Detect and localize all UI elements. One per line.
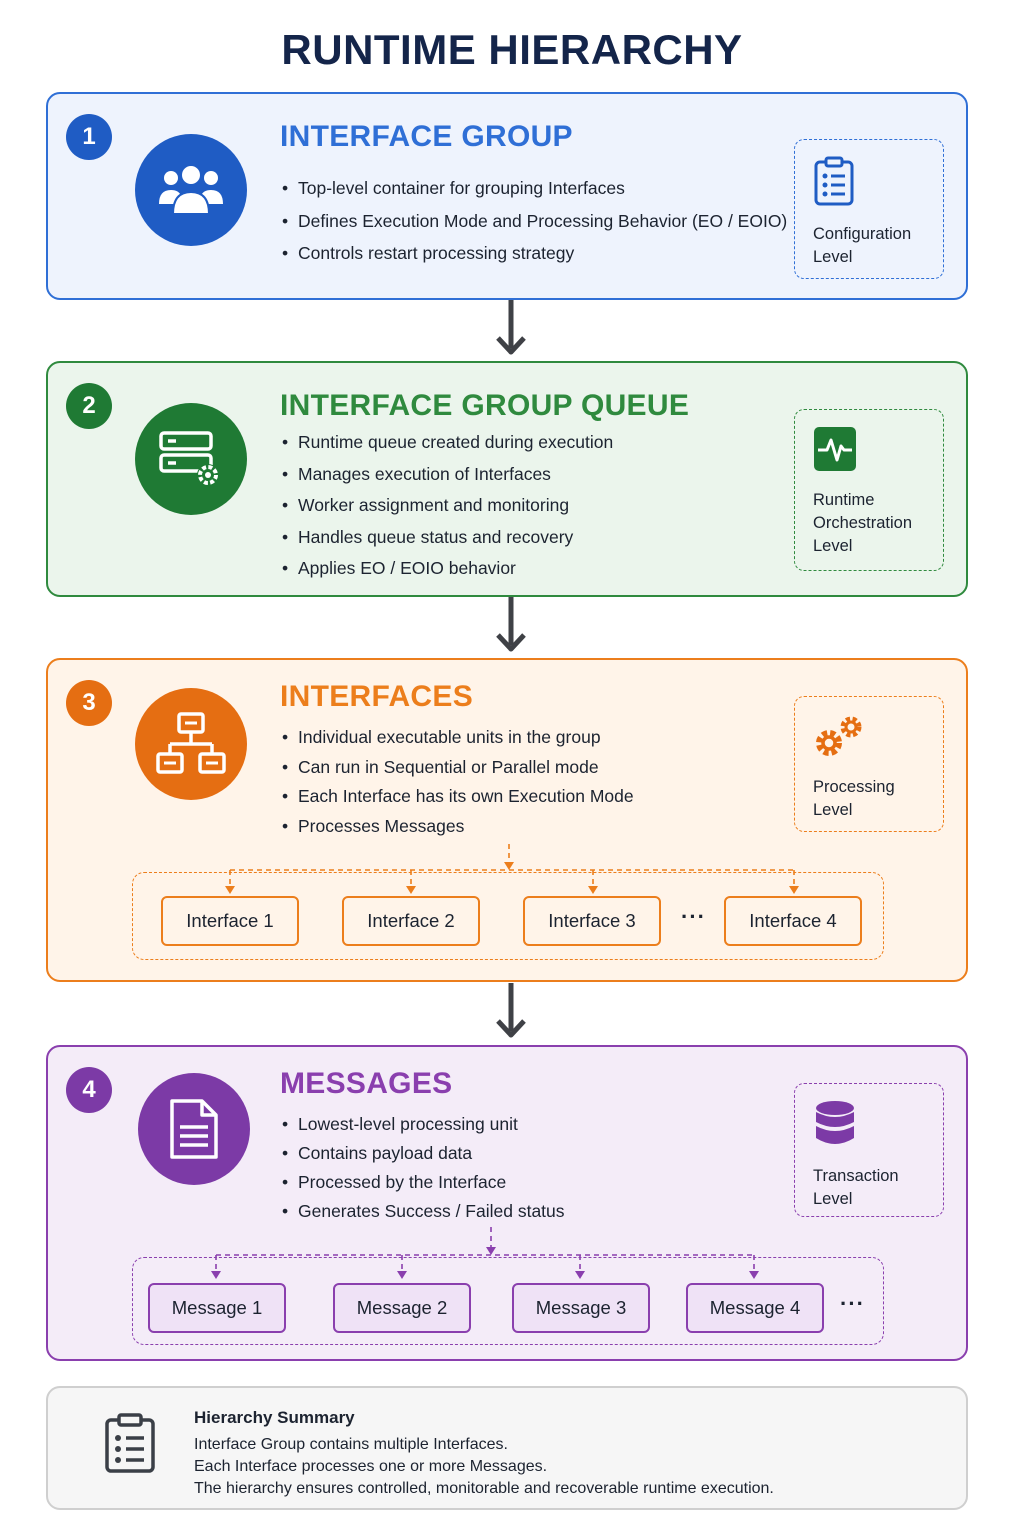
document-icon [138, 1073, 250, 1185]
bullet-item: Each Interface has its own Execution Mod… [282, 782, 634, 812]
more-ellipsis: ··· [681, 904, 706, 929]
level-card-runtime-orchestration: Runtime Orchestration Level [794, 409, 944, 571]
interface-node[interactable]: Interface 3 [523, 896, 661, 946]
step-number-badge: 1 [66, 114, 112, 160]
bullet-item: Processes Messages [282, 812, 634, 842]
hierarchy-summary-card: Hierarchy Summary Interface Group contai… [46, 1386, 968, 1510]
summary-line: Interface Group contains multiple Interf… [194, 1436, 508, 1453]
step-number-badge: 3 [66, 680, 112, 726]
level-label: Configuration Level [813, 225, 912, 266]
section-interface-group: 1 INTERFACE GROUP Top-level container fo… [46, 92, 968, 300]
pulse-icon [813, 426, 943, 477]
down-arrow-icon [496, 597, 526, 652]
bullet-item: Top-level container for grouping Interfa… [282, 172, 787, 205]
branch-connector [225, 844, 799, 894]
bullet-item: Applies EO / EOIO behavior [282, 553, 613, 585]
users-icon [135, 134, 247, 246]
summary-line: The hierarchy ensures controlled, monito… [194, 1480, 774, 1497]
step-number-badge: 4 [66, 1067, 112, 1113]
section-interface-group-queue: 2 INTERFACE GROUP QUEUE Runtime queue cr… [46, 361, 968, 597]
level-label: Transaction Level [813, 1167, 899, 1208]
bullet-item: Contains payload data [282, 1139, 565, 1168]
section-title: MESSAGES [280, 1067, 453, 1100]
message-node[interactable]: Message 2 [333, 1283, 471, 1333]
bullet-item: Runtime queue created during execution [282, 427, 613, 459]
bullet-item: Lowest-level processing unit [282, 1110, 565, 1139]
server-gear-icon [135, 403, 247, 515]
bullet-list: Top-level container for grouping Interfa… [282, 172, 787, 270]
bullet-item: Can run in Sequential or Parallel mode [282, 753, 634, 783]
level-card-transaction: Transaction Level [794, 1083, 944, 1217]
bullet-item: Manages execution of Interfaces [282, 459, 613, 491]
interface-node[interactable]: Interface 1 [161, 896, 299, 946]
summary-line: Each Interface processes one or more Mes… [194, 1458, 548, 1475]
level-label: Runtime Orchestration Level [813, 491, 913, 555]
section-title: INTERFACES [280, 680, 474, 713]
more-ellipsis: ··· [840, 1291, 865, 1316]
down-arrow-icon [496, 983, 526, 1038]
summary-title: Hierarchy Summary [194, 1408, 355, 1427]
clipboard-icon [813, 156, 943, 211]
level-card-configuration: Configuration Level [794, 139, 944, 279]
section-title: INTERFACE GROUP [280, 120, 573, 153]
level-card-processing: Processing Level [794, 696, 944, 832]
database-icon [813, 1100, 943, 1153]
interface-node[interactable]: Interface 2 [342, 896, 480, 946]
step-number-badge: 2 [66, 383, 112, 429]
bullet-list: Runtime queue created during execution M… [282, 427, 613, 585]
interfaces-group-box [132, 872, 884, 960]
down-arrow-icon [496, 300, 526, 355]
bullet-item: Worker assignment and monitoring [282, 490, 613, 522]
bullet-item: Handles queue status and recovery [282, 522, 613, 554]
bullet-item: Controls restart processing strategy [282, 237, 787, 270]
page-title: RUNTIME HIERARCHY [281, 26, 743, 73]
bullet-list: Lowest-level processing unit Contains pa… [282, 1110, 565, 1226]
gears-icon [813, 713, 943, 764]
messages-group-box [132, 1257, 884, 1345]
clipboard-icon [104, 1412, 156, 1479]
section-messages: 4 MESSAGES Lowest-level processing unit … [46, 1045, 968, 1361]
message-node[interactable]: Message 1 [148, 1283, 286, 1333]
bullet-item: Generates Success / Failed status [282, 1197, 565, 1226]
hierarchy-icon [135, 688, 247, 800]
message-node[interactable]: Message 4 [686, 1283, 824, 1333]
bullet-list: Individual executable units in the group… [282, 723, 634, 841]
bullet-item: Individual executable units in the group [282, 723, 634, 753]
branch-connector [211, 1227, 759, 1279]
section-interfaces: 3 INTERFACES Individual executable units… [46, 658, 968, 982]
level-label: Processing Level [813, 778, 895, 819]
message-node[interactable]: Message 3 [512, 1283, 650, 1333]
section-title: INTERFACE GROUP QUEUE [280, 389, 690, 422]
interface-node[interactable]: Interface 4 [724, 896, 862, 946]
bullet-item: Processed by the Interface [282, 1168, 565, 1197]
bullet-item: Defines Execution Mode and Processing Be… [282, 205, 787, 238]
